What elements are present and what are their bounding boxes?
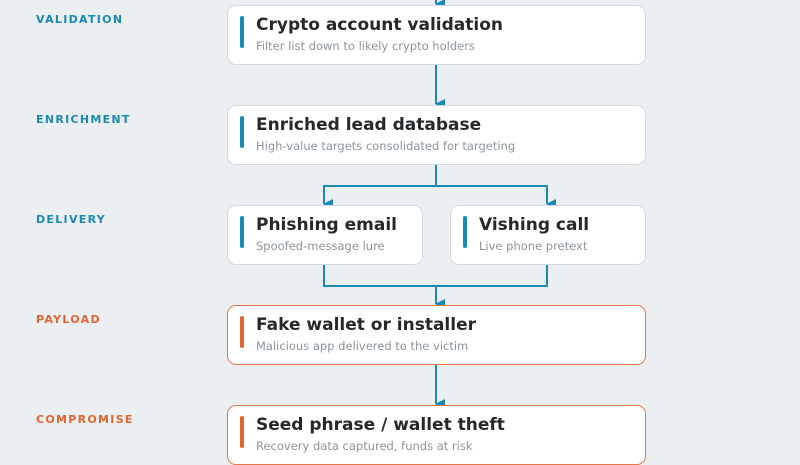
node-title: Phishing email <box>256 215 397 235</box>
node-subtitle: Live phone pretext <box>479 239 588 253</box>
node-subtitle: Recovery data captured, funds at risk <box>256 439 473 453</box>
node-title: Enriched lead database <box>256 115 482 135</box>
node-subtitle: Filter list down to likely crypto holder… <box>256 39 475 53</box>
stage-label-validation: VALIDATION <box>36 13 124 26</box>
node-vishing-call: Vishing call Live phone pretext <box>450 205 646 265</box>
accent-bar <box>240 316 244 348</box>
stage-label-compromise: COMPROMISE <box>36 413 134 426</box>
accent-bar <box>240 416 244 448</box>
accent-bar <box>240 216 244 248</box>
node-subtitle: Spoofed-message lure <box>256 239 385 253</box>
node-title: Seed phrase / wallet theft <box>256 415 505 435</box>
node-phishing-email: Phishing email Spoofed-message lure <box>227 205 423 265</box>
node-fake-wallet-installer: Fake wallet or installer Malicious app d… <box>227 305 646 365</box>
node-title: Crypto account validation <box>256 15 503 35</box>
node-title: Vishing call <box>479 215 590 235</box>
accent-bar <box>463 216 467 248</box>
node-seed-phrase-theft: Seed phrase / wallet theft Recovery data… <box>227 405 646 465</box>
node-crypto-validation: Crypto account validation Filter list do… <box>227 5 646 65</box>
stage-label-delivery: DELIVERY <box>36 213 107 226</box>
split-connector <box>323 165 548 204</box>
stage-label-enrichment: ENRICHMENT <box>36 113 131 126</box>
node-title: Fake wallet or installer <box>256 315 476 335</box>
flow-connectors <box>323 0 556 409</box>
stage-label-payload: PAYLOAD <box>36 313 101 326</box>
node-enriched-lead-database: Enriched lead database High-value target… <box>227 105 646 165</box>
node-subtitle: High-value targets consolidated for targ… <box>256 139 516 153</box>
accent-bar <box>240 116 244 148</box>
accent-bar <box>240 16 244 48</box>
node-subtitle: Malicious app delivered to the victim <box>256 339 469 353</box>
